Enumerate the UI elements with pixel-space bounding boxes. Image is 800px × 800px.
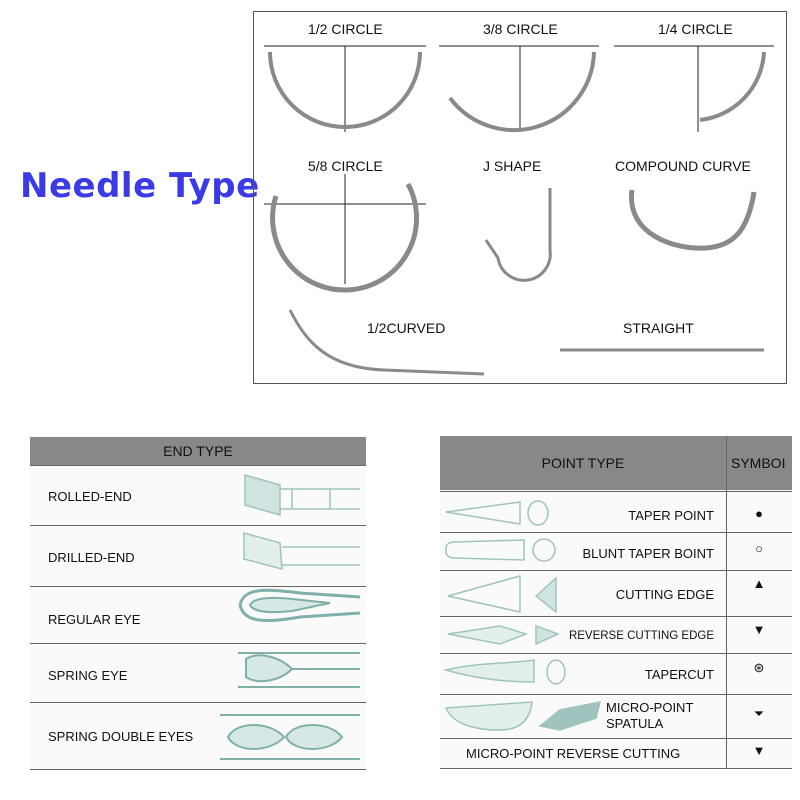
spring-double-eyes-sketch — [220, 714, 360, 760]
reverse-cutting-edge-sketch — [447, 624, 560, 646]
end-row-rolled-end: ROLLED-END — [48, 489, 132, 504]
cutting-edge-sketch — [447, 575, 557, 614]
label-j-shape: J SHAPE — [483, 158, 542, 174]
half-curved-needle — [288, 309, 485, 376]
blunt-taper-sketch — [445, 538, 556, 562]
end-row-spring-eye: SPRING EYE — [48, 668, 128, 683]
symbol-triangle-down: ▼ — [752, 622, 766, 637]
symbol-triangle-up: ▲ — [752, 576, 766, 591]
point-row-micro-point-reverse-cutting: MICRO-POINT REVERSE CUTTING — [466, 746, 681, 761]
end-row-drilled-end: DRILLED-END — [48, 550, 135, 565]
point-row-taper-point: TAPER POINT — [628, 508, 714, 523]
point-row-blunt-taper: BLUNT TAPER BOINT — [582, 546, 714, 561]
point-row-cutting-edge: CUTTING EDGE — [615, 587, 714, 602]
label-compound-curve: COMPOUND CURVE — [615, 158, 751, 174]
symbol-header: SYMBOI — [727, 436, 792, 490]
end-type-table: END TYPE ROLLED-END DRILLED-END REGULAR … — [30, 437, 366, 770]
end-type-sketches — [220, 474, 361, 760]
point-row-micro-point-spatula: MICRO-POINT SPATULA — [606, 700, 694, 731]
regular-eye-sketch — [238, 588, 361, 623]
five-eighth-circle-needle — [264, 174, 426, 293]
point-type-header: POINT TYPE — [440, 436, 726, 490]
needle-shape-panel: 1/2 CIRCLE 3/8 CIRCLE 1/4 CIRCLE 5/8 CIR… — [253, 11, 787, 384]
j-shape-needle — [484, 188, 552, 282]
label-three-eighth-circle: 3/8 CIRCLE — [483, 21, 558, 37]
label-half-circle: 1/2 CIRCLE — [308, 21, 383, 37]
label-five-eighth-circle: 5/8 CIRCLE — [308, 158, 383, 174]
end-row-regular-eye: REGULAR EYE — [48, 612, 141, 627]
label-straight: STRAIGHT — [623, 320, 694, 336]
page-title: Needle Type — [20, 166, 260, 206]
point-row-reverse-cutting-edge: REVERSE CUTTING EDGE — [568, 630, 714, 642]
symbol-spatula: ⏷ — [753, 706, 765, 721]
quarter-circle-needle — [614, 45, 774, 132]
three-eighth-circle-needle — [439, 45, 599, 133]
taper-point-sketch — [445, 500, 549, 526]
label-quarter-circle: 1/4 CIRCLE — [658, 21, 733, 37]
symbol-open-circle: ○ — [755, 541, 763, 556]
half-circle-needle — [264, 45, 426, 132]
point-row-tapercut: TAPERCUT — [644, 667, 714, 682]
micro-point-spatula-sketch — [444, 701, 602, 731]
symbol-filled-circle: ● — [755, 506, 763, 521]
end-type-header: END TYPE — [30, 437, 366, 465]
tapercut-sketch — [443, 659, 566, 685]
drilled-end-sketch — [243, 532, 360, 570]
rolled-end-sketch — [244, 474, 360, 516]
needle-shapes-drawing — [264, 45, 774, 376]
end-row-spring-double-eyes: SPRING DOUBLE EYES — [48, 729, 194, 744]
spring-eye-sketch — [238, 652, 360, 688]
point-type-sketches — [443, 500, 602, 731]
label-half-curved: 1/2CURVED — [367, 320, 446, 336]
symbol-tapercut: ⊛ — [753, 660, 765, 675]
point-type-table: POINT TYPE SYMBOI TAPER POINT BLUNT TAPE… — [440, 436, 792, 769]
compound-curve-needle — [629, 189, 757, 251]
symbol-reverse-cutting: ▼ — [752, 743, 766, 758]
